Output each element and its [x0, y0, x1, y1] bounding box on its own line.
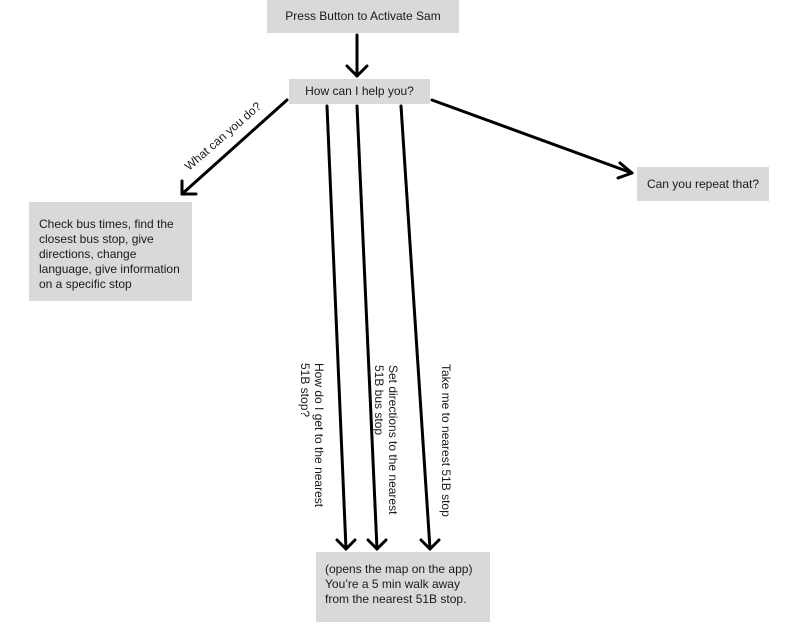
edge-label-set-directions-2: 51B bus stop [372, 365, 386, 435]
node-capabilities: Check bus times, find the closest bus st… [29, 202, 192, 301]
arrow-set-directions [355, 104, 388, 551]
edge-label-take-me: Take me to nearest 51B stop [439, 364, 453, 517]
arrow-help-to-repeat [430, 98, 634, 180]
node-how-can-i-help: How can I help you? [289, 79, 430, 104]
edge-label-what-can-you-do: What can you do? [182, 99, 264, 173]
arrow-how-do-i-get [325, 104, 357, 551]
node-map-result: (opens the map on the app) You’re a 5 mi… [316, 552, 490, 622]
node-can-you-repeat: Can you repeat that? [637, 167, 769, 201]
node-activate-sam: Press Button to Activate Sam [267, 0, 459, 33]
node-how-can-i-help-text: How can I help you? [305, 84, 414, 98]
edge-label-how-do-i-get-2: 51B stop? [298, 363, 312, 417]
arrow-take-me [399, 104, 441, 551]
arrow-help-to-capabilities [180, 98, 289, 196]
edge-label-how-do-i-get-1: How do I get to the nearest [312, 363, 326, 508]
node-can-you-repeat-text: Can you repeat that? [646, 176, 760, 191]
edge-label-set-directions-1: Set directions to the nearest [386, 365, 400, 515]
node-activate-sam-text: Press Button to Activate Sam [285, 9, 441, 23]
arrow-activate-to-help [345, 33, 369, 78]
